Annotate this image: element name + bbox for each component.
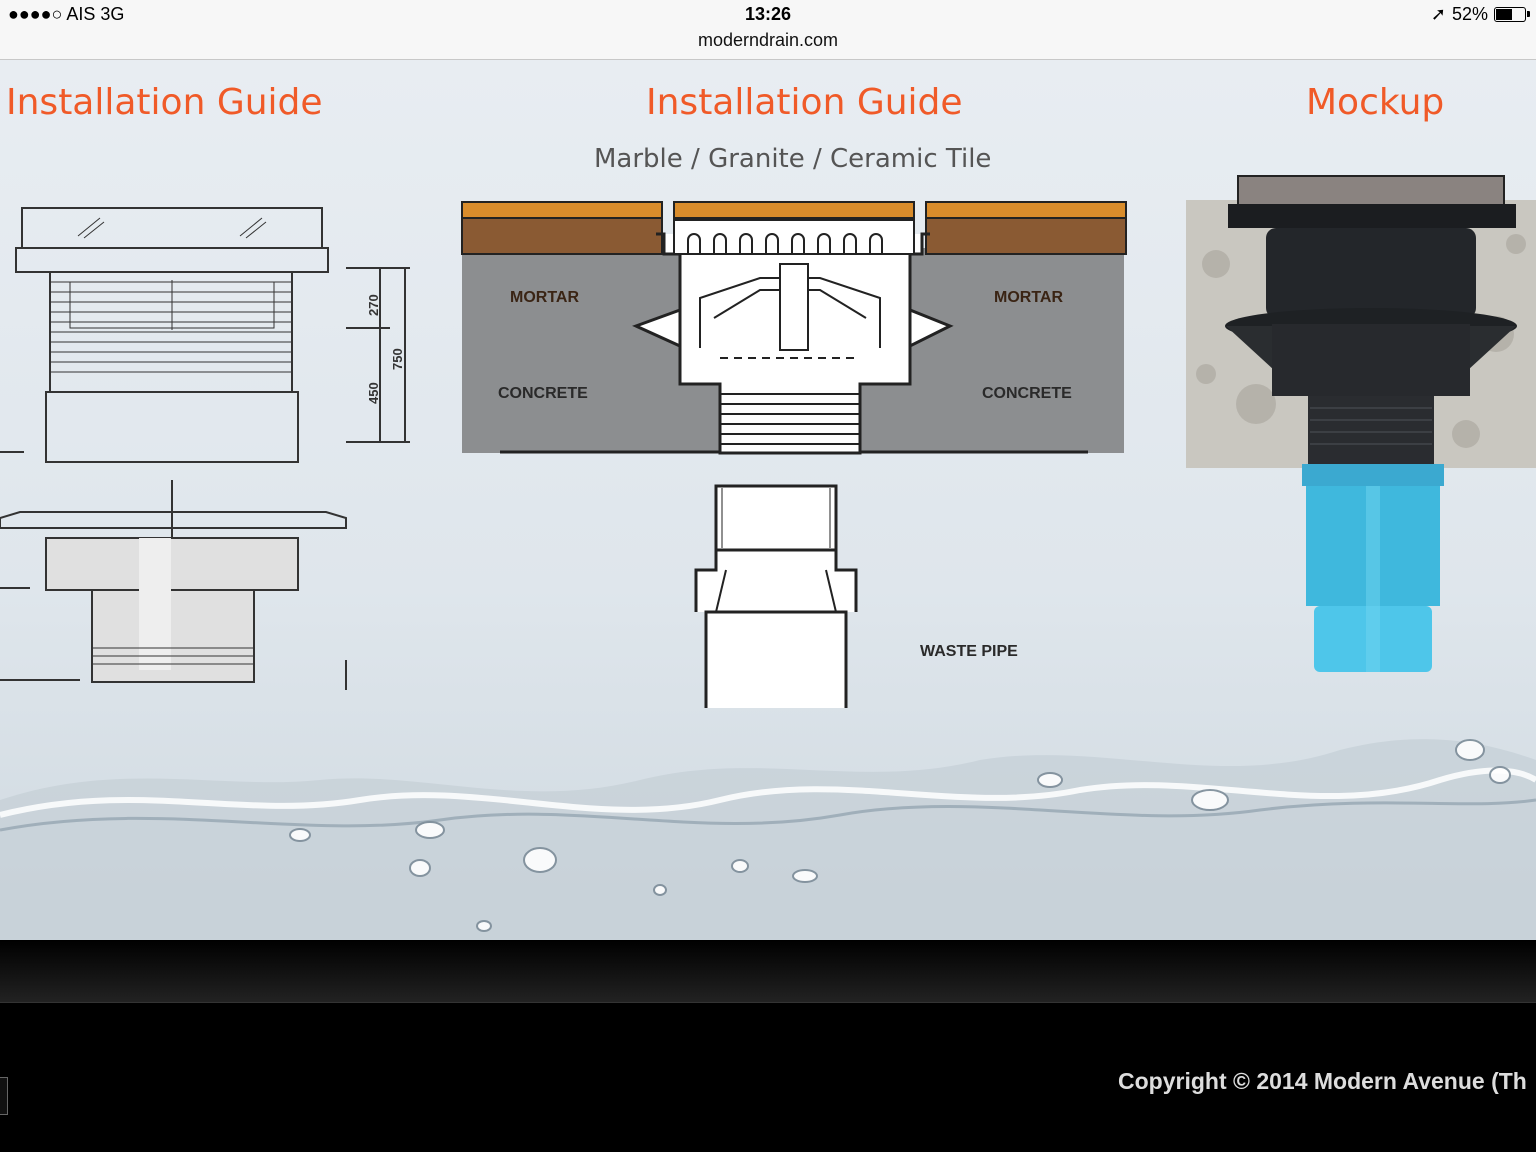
center-section-subtitle: Marble / Granite / Ceramic Tile [594,144,992,174]
drain-dimension-drawing: 270 750 450 680 1480 [0,207,410,690]
right-section-title: Mockup [1306,82,1445,123]
side-tab-handle[interactable] [0,1077,8,1115]
page-content: Installation Guide Installation Guide Ma… [0,60,1536,940]
clock: 13:26 [744,4,792,24]
status-bar: ●●●●○ AIS 3G 13:26 moderndrain.com ➚ 52% [0,0,1536,60]
copyright-text: Copyright © 2014 Modern Avenue (Th [1118,1068,1527,1094]
left-section-title: Installation Guide [6,82,323,123]
address-bar-url[interactable]: moderndrain.com [697,30,839,50]
dimension-750: 750 [390,348,405,370]
center-section-title: Installation Guide [646,82,963,123]
drain-mockup-image [1186,175,1536,672]
concrete-right-label: CONCRETE [982,385,1072,402]
dimension-450: 450 [366,382,381,404]
site-footer [0,1003,1536,1152]
carrier-signal: ●●●●○ AIS 3G [8,4,125,24]
mortar-right-label: MORTAR [994,289,1063,306]
concrete-left-label: CONCRETE [498,385,588,402]
cross-section-diagram: MORTAR MORTAR CONCRETE CONCRETE WASTE PI… [461,201,1127,708]
status-right: ➚ 52% [1430,4,1530,25]
battery-fill [1496,9,1512,20]
battery-icon [1494,7,1530,22]
water-splash-decoration [0,739,1536,940]
battery-percentage: 52% [1451,4,1488,24]
footer-band [0,940,1536,1003]
location-arrow-icon: ➚ [1430,4,1446,24]
waste-pipe-fitting [694,484,858,708]
dimension-270: 270 [366,294,381,316]
waste-pipe-label: WASTE PIPE [920,643,1018,660]
mortar-left-label: MORTAR [510,289,579,306]
